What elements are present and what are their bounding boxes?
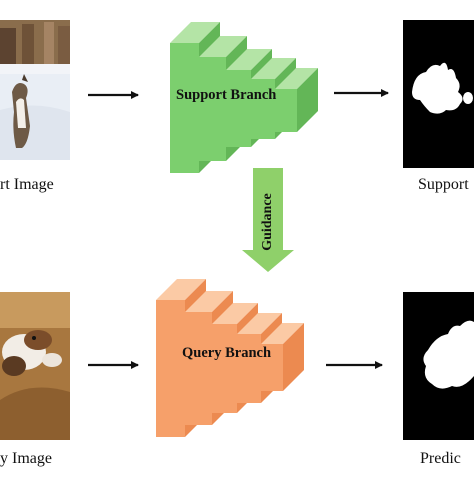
guidance-arrow: [242, 168, 294, 272]
query-image-label: y Image: [0, 450, 52, 467]
support-image-label: rt Image: [0, 176, 54, 193]
support-mask: [403, 20, 474, 168]
prediction-mask: [403, 292, 474, 440]
prediction-mask-label: Predic: [420, 450, 461, 467]
support-branch-label: Support Branch: [176, 87, 277, 103]
query-image: [0, 292, 70, 440]
support-branch-blocks: [170, 22, 318, 173]
query-branch-blocks: [156, 279, 304, 437]
support-image: [0, 20, 70, 160]
support-mask-label: Support: [418, 176, 469, 193]
guidance-label: Guidance: [260, 193, 275, 251]
query-branch-label: Query Branch: [182, 345, 272, 361]
